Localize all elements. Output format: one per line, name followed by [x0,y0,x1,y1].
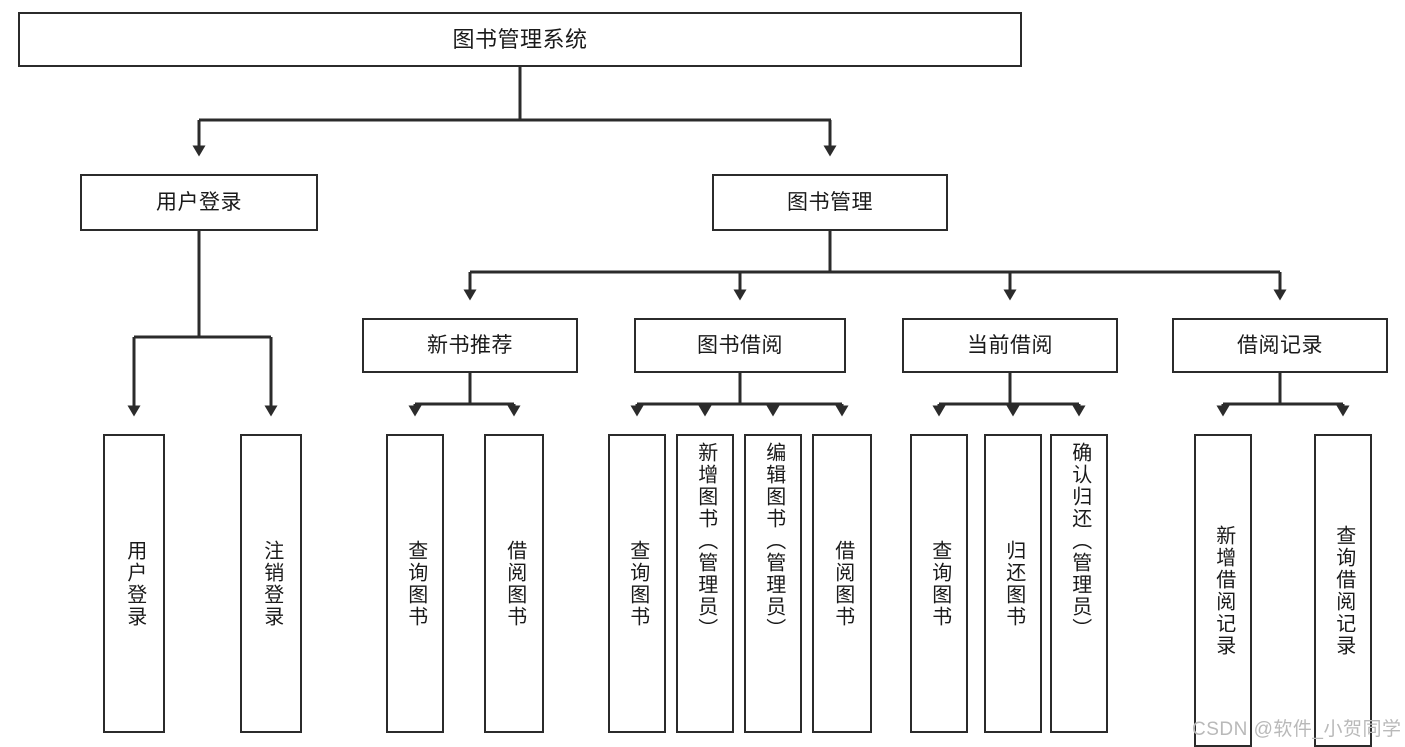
node-book-borrow[interactable]: 图书借阅 [634,318,846,373]
node-root-label: 图书管理系统 [452,26,588,52]
leaf-add-book-admin-label: 新增图书（管理员） [694,442,717,640]
leaf-query-borrow-record[interactable]: 查询借阅记录 [1314,434,1372,747]
leaf-query-book-new[interactable]: 查询图书 [386,434,444,733]
leaf-edit-book-admin[interactable]: 编辑图书（管理员） [744,434,802,733]
node-user-login[interactable]: 用户登录 [80,174,318,231]
node-new-book-recommend-label: 新书推荐 [427,334,513,357]
leaf-add-book-admin[interactable]: 新增图书（管理员） [676,434,734,733]
leaf-logout-label: 注销登录 [260,539,283,628]
leaf-confirm-return-admin[interactable]: 确认归还（管理员） [1050,434,1108,733]
leaf-add-borrow-record[interactable]: 新增借阅记录 [1194,434,1252,747]
node-book-management[interactable]: 图书管理 [712,174,948,231]
leaf-return-book-label: 归还图书 [1002,539,1025,628]
leaf-query-book-borrow[interactable]: 查询图书 [608,434,666,733]
leaf-query-book-current-label: 查询图书 [928,539,951,628]
node-borrow-record-label: 借阅记录 [1237,334,1323,357]
leaf-query-borrow-record-label: 查询借阅记录 [1332,524,1355,657]
leaf-confirm-return-admin-label: 确认归还（管理员） [1068,442,1091,640]
node-book-management-label: 图书管理 [787,191,873,214]
node-current-borrow[interactable]: 当前借阅 [902,318,1118,373]
leaf-logout[interactable]: 注销登录 [240,434,302,733]
leaf-edit-book-admin-label: 编辑图书（管理员） [762,442,785,640]
node-current-borrow-label: 当前借阅 [967,334,1053,357]
node-user-login-label: 用户登录 [156,191,242,214]
leaf-user-login[interactable]: 用户登录 [103,434,165,733]
leaf-return-book[interactable]: 归还图书 [984,434,1042,733]
leaf-borrow-book-new-label: 借阅图书 [503,539,526,628]
leaf-query-book-current[interactable]: 查询图书 [910,434,968,733]
node-new-book-recommend[interactable]: 新书推荐 [362,318,578,373]
node-book-borrow-label: 图书借阅 [697,334,783,357]
node-root[interactable]: 图书管理系统 [18,12,1022,67]
leaf-query-book-new-label: 查询图书 [404,539,427,628]
leaf-user-login-label: 用户登录 [123,539,146,628]
leaf-query-book-borrow-label: 查询图书 [626,539,649,628]
leaf-borrow-book[interactable]: 借阅图书 [812,434,872,733]
leaf-add-borrow-record-label: 新增借阅记录 [1212,524,1235,657]
leaf-borrow-book-new[interactable]: 借阅图书 [484,434,544,733]
leaf-borrow-book-label: 借阅图书 [831,539,854,628]
csdn-watermark: CSDN @软件_小贺同学 [1192,719,1402,740]
node-borrow-record[interactable]: 借阅记录 [1172,318,1388,373]
